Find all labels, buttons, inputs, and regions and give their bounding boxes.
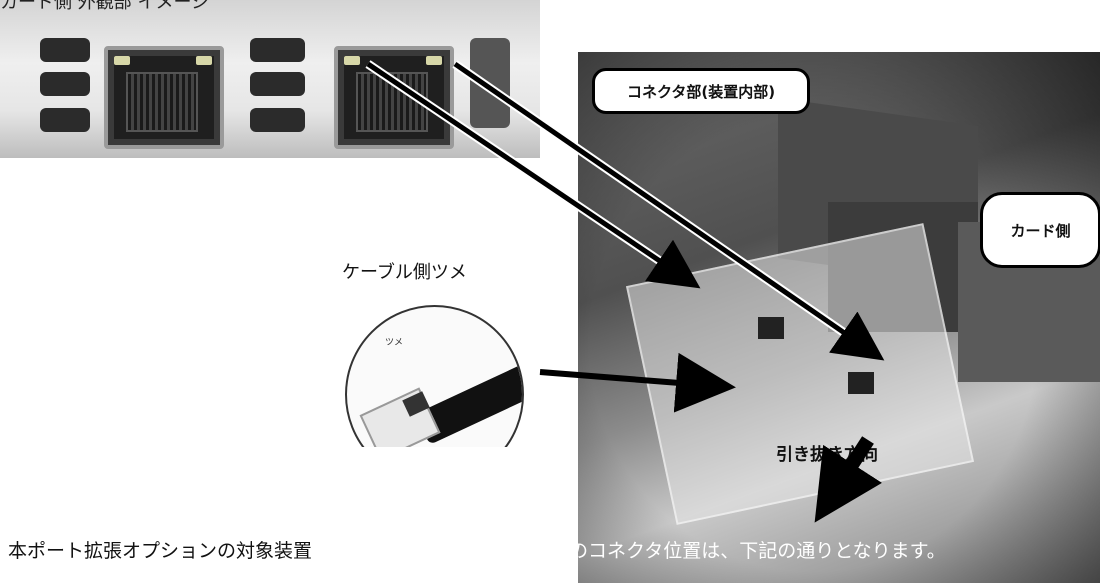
panel-caption: カード側 外観部 イメージ	[0, 0, 210, 13]
arrow-port-to-right-latch	[452, 60, 885, 361]
card-side-label: カード側	[980, 192, 1100, 268]
bottom-text-right: 面のコネクタ位置は、下記の通りとなります。	[550, 540, 946, 562]
connector-internal-label: コネクタ部(装置内部)	[592, 68, 810, 114]
arrow-inset-to-plug	[539, 352, 736, 413]
lan-port-2	[334, 46, 454, 149]
cable-latch-label: ケーブル側ツメ	[342, 262, 467, 283]
lan-port-1	[104, 46, 224, 149]
rj45-jack	[126, 72, 198, 132]
latch-left	[758, 317, 784, 339]
inset-cover	[330, 447, 550, 507]
port-led	[114, 56, 130, 65]
vent-slot	[40, 72, 90, 96]
vent-slot	[250, 72, 305, 96]
vent-slot	[40, 108, 90, 132]
arrow-port-to-left-latch	[365, 60, 701, 289]
arrow-pull-direction	[814, 436, 882, 523]
port-led	[426, 56, 442, 65]
vent-slot	[40, 38, 90, 62]
inset-latch-label: ツメ	[385, 338, 404, 348]
port-led	[344, 56, 360, 65]
server-rear-panel-photo	[0, 0, 540, 158]
port-led	[196, 56, 212, 65]
bottom-text-left: 本ポート拡張オプションの対象装置	[8, 540, 313, 562]
vent-slot	[250, 38, 305, 62]
latch-right	[848, 372, 874, 394]
bottom-text-mask	[375, 528, 550, 568]
vent-slot	[250, 108, 305, 132]
